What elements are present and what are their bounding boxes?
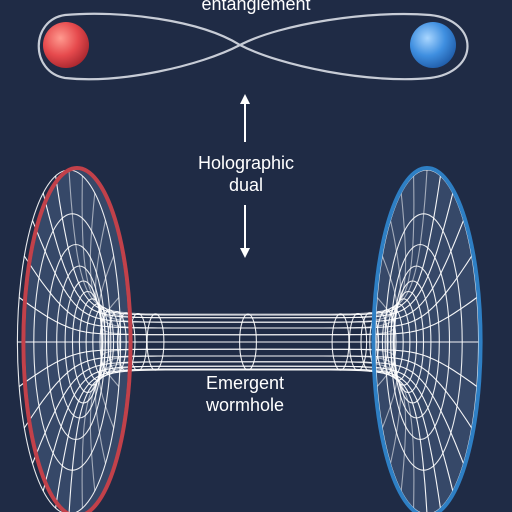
entanglement-label: entanglement — [201, 0, 311, 14]
mesh-ring — [146, 313, 165, 371]
mesh-ring — [107, 311, 127, 373]
mesh-meridian — [81, 175, 415, 316]
mesh-meridian — [95, 220, 401, 323]
red-particle-icon — [43, 22, 89, 68]
mesh-ring — [78, 298, 106, 386]
mesh-ring — [360, 312, 380, 372]
wormhole-label-line1: Emergent — [205, 373, 285, 393]
left-mouth-rim — [21, 166, 133, 512]
mesh-ring — [393, 265, 440, 419]
mesh-ring — [116, 312, 136, 372]
mesh-ring — [64, 280, 103, 404]
mesh-ring — [239, 313, 257, 371]
mesh-ring — [369, 311, 389, 373]
mesh-ring — [348, 312, 368, 372]
right-mouth-rim — [371, 166, 483, 512]
mesh-ring — [56, 265, 103, 419]
mesh-ring — [392, 290, 425, 394]
wormhole-label-line2: wormhole — [205, 395, 285, 415]
left-mouth-fill — [25, 170, 129, 512]
emergent-wormhole-label: Emergent wormhole — [140, 372, 350, 416]
mesh-ring — [384, 213, 463, 471]
mesh-ring — [85, 303, 110, 381]
holographic-dual-label: Holographic dual — [146, 152, 346, 196]
double-arrow-icon — [240, 94, 250, 258]
mesh-ring — [71, 290, 104, 394]
holographic-label-line2: dual — [228, 175, 264, 195]
blue-particle-icon — [410, 22, 456, 68]
entanglement-loop — [37, 12, 469, 81]
wormhole-mesh — [16, 166, 483, 512]
holographic-label-line1: Holographic — [197, 153, 295, 173]
mesh-ring — [99, 309, 120, 375]
mesh-ring — [393, 280, 432, 404]
mesh-ring — [390, 243, 451, 441]
mesh-meridian — [89, 192, 407, 319]
mesh-ring — [92, 306, 115, 378]
mesh-ring — [33, 213, 112, 471]
